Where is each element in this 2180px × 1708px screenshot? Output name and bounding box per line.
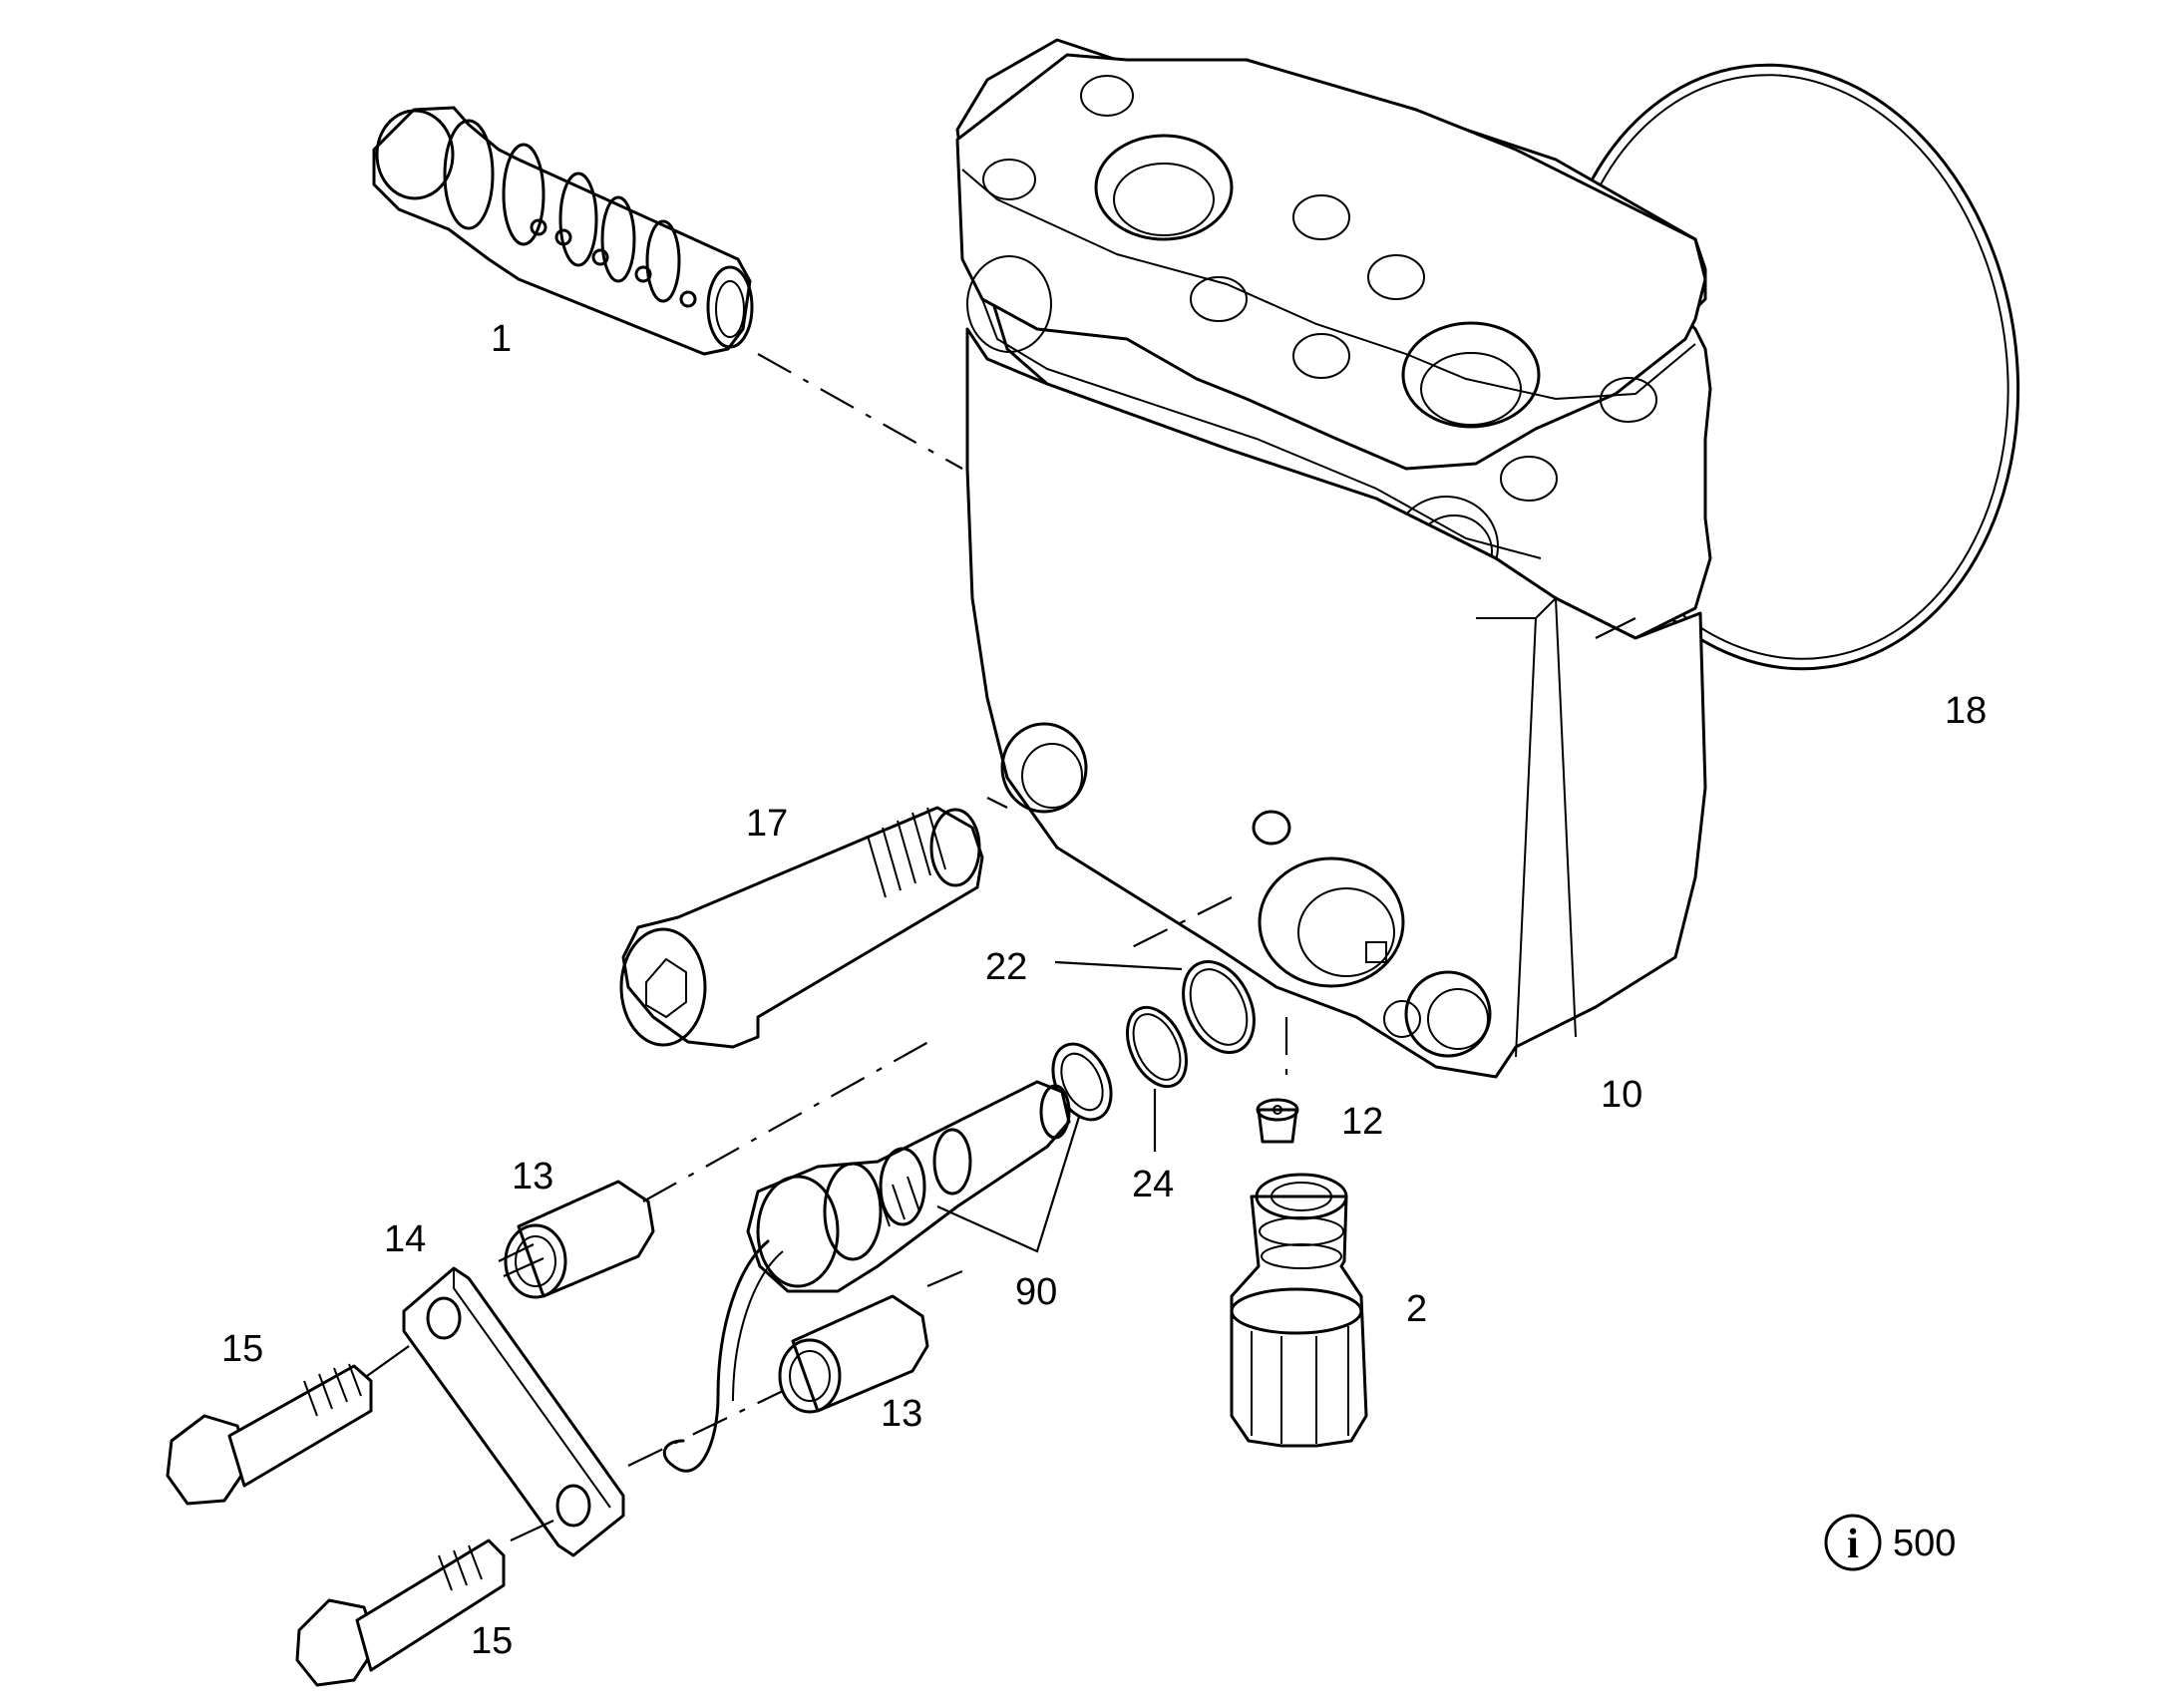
callout-90: 90 — [1015, 1271, 1057, 1313]
leader-13a — [498, 1243, 535, 1262]
sleeve-13-lower — [778, 1294, 929, 1414]
callout-18: 18 — [1945, 690, 1987, 732]
leader-10 — [1595, 617, 1636, 639]
valve-cartridge-1 — [372, 106, 754, 356]
callout-15-upper: 15 — [221, 1328, 263, 1370]
relief-valve-2 — [1230, 1173, 1368, 1448]
leader-15a — [366, 1345, 410, 1377]
callout-14: 14 — [384, 1218, 426, 1260]
sleeve-13-upper — [504, 1180, 655, 1299]
leader-14 — [503, 1256, 545, 1278]
leader-90 — [936, 1116, 1081, 1253]
leader-17 — [986, 797, 1008, 809]
centerline-sensor — [627, 1390, 784, 1467]
callout-15-lower: 15 — [471, 1620, 513, 1662]
info-badge-number: 500 — [1893, 1523, 1956, 1564]
centerline-13-upper — [642, 1036, 938, 1202]
retaining-ring-22 — [1182, 959, 1256, 1055]
callout-2: 2 — [1406, 1288, 1427, 1330]
valve-housing-10 — [955, 38, 1712, 1079]
leader-1-dash — [757, 353, 963, 470]
svg-text:i: i — [1847, 1522, 1859, 1567]
callout-1: 1 — [491, 318, 512, 360]
leader-15b — [510, 1520, 554, 1541]
sensor-90 — [662, 1080, 1071, 1473]
hex-bolt-15-lower — [295, 1538, 506, 1687]
info-badge: i 500 — [1824, 1514, 1956, 1571]
callout-12: 12 — [1341, 1101, 1383, 1143]
snap-ring-24 — [1125, 1005, 1189, 1089]
callout-13-upper: 13 — [512, 1156, 553, 1197]
callout-13-lower: 13 — [881, 1393, 922, 1435]
callout-22: 22 — [985, 946, 1027, 988]
callout-24: 24 — [1132, 1164, 1174, 1205]
hex-bolt-15-upper — [166, 1363, 373, 1506]
centerline-22 — [1121, 896, 1233, 953]
clamp-plate-14 — [402, 1266, 625, 1557]
socket-cap-screw-17 — [619, 806, 984, 1049]
plug-12 — [1256, 1098, 1299, 1144]
callout-17: 17 — [746, 803, 788, 845]
info-icon: i — [1824, 1514, 1882, 1571]
centerline-13-lower — [926, 1269, 963, 1288]
leader-22 — [1054, 960, 1183, 971]
callout-10: 10 — [1601, 1074, 1642, 1116]
